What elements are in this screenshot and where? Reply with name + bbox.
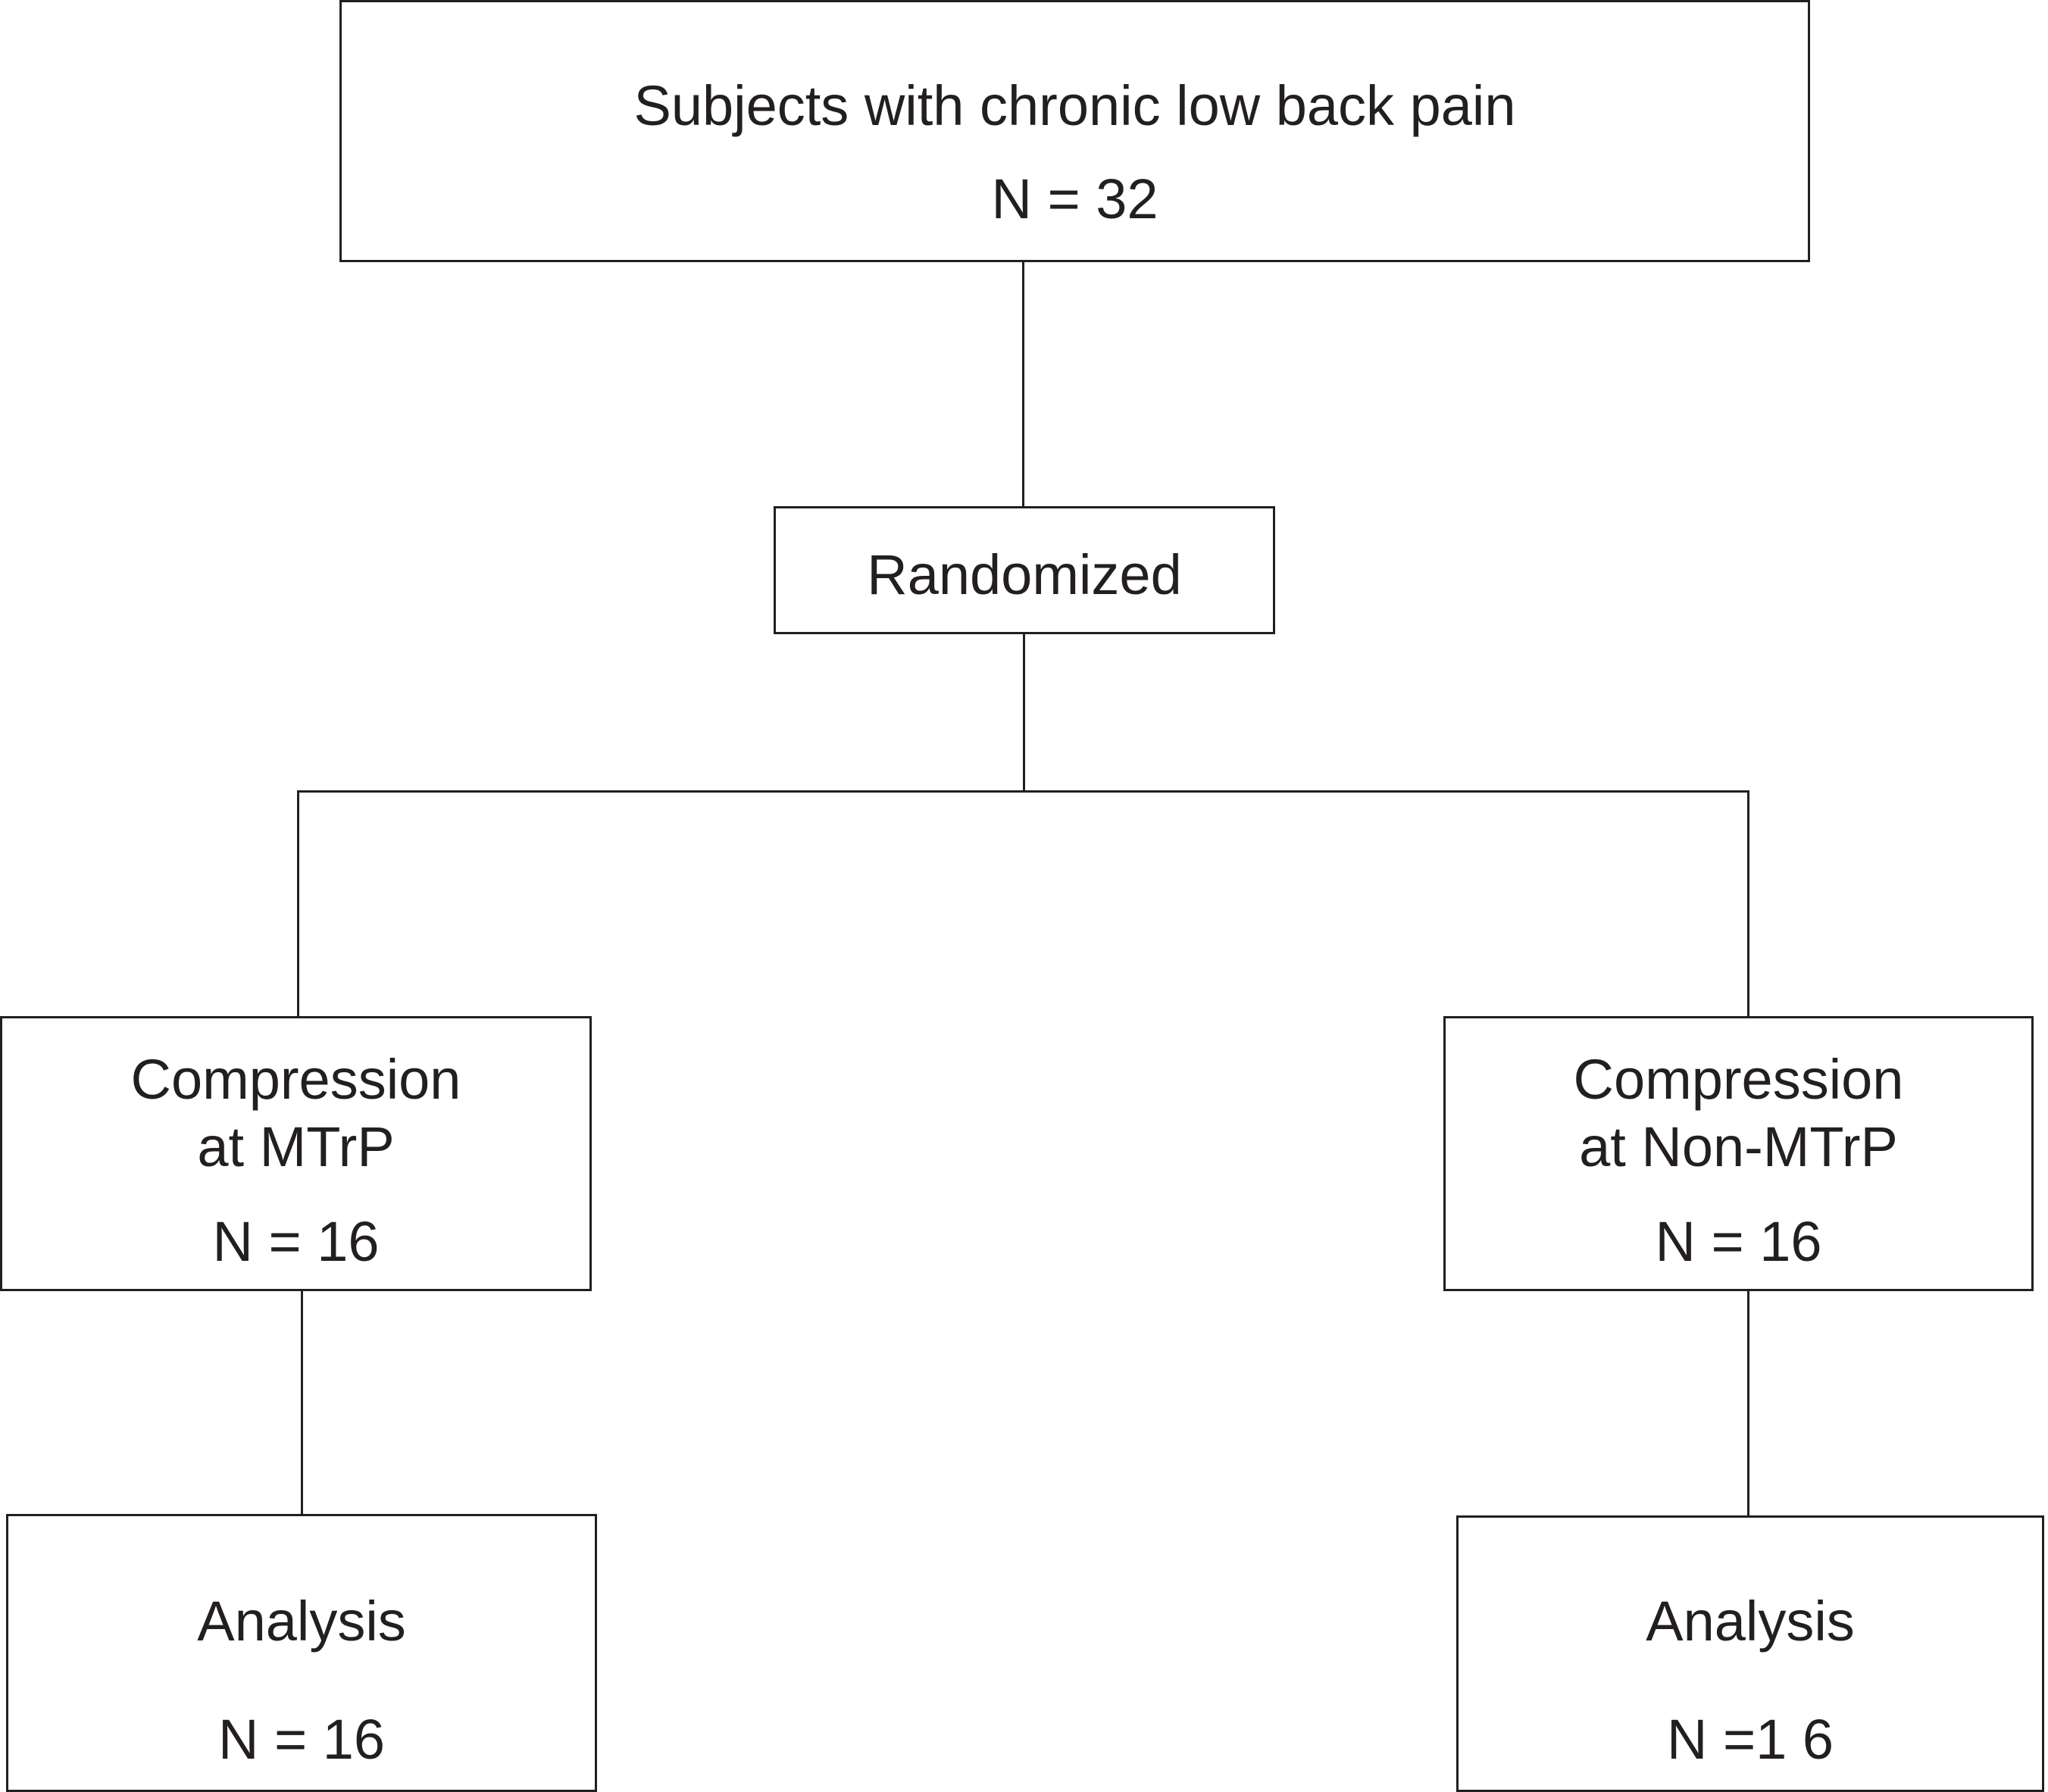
mtrp-group-count: N = 16 — [212, 1210, 380, 1273]
randomized-title: Randomized — [867, 543, 1182, 606]
connector-split-horizontal — [297, 790, 1749, 793]
non-mtrp-group-title-line2: at Non-MTrP — [1579, 1115, 1898, 1178]
connector-subjects-to-randomized — [1022, 261, 1024, 508]
connector-split-to-mtrp — [297, 790, 299, 1018]
non-mtrp-group-title-line1: Compression — [1573, 1048, 1904, 1111]
connector-randomized-to-split — [1023, 633, 1025, 793]
connector-non-mtrp-to-analysis — [1747, 1290, 1749, 1517]
analysis-left-title: Analysis — [197, 1590, 406, 1653]
analysis-left-box: Analysis N = 16 — [6, 1514, 597, 1792]
connector-split-to-non-mtrp — [1747, 790, 1749, 1018]
mtrp-group-title-line2: at MTrP — [197, 1115, 395, 1178]
non-mtrp-group-count: N = 16 — [1655, 1210, 1822, 1273]
non-mtrp-group-box: Compression at Non-MTrP N = 16 — [1443, 1016, 2034, 1291]
analysis-right-box: Analysis N =1 6 — [1456, 1515, 2044, 1792]
randomized-box: Randomized — [774, 506, 1275, 634]
analysis-right-count: N =1 6 — [1666, 1708, 1834, 1771]
analysis-left-count: N = 16 — [217, 1708, 386, 1771]
subjects-title: Subjects with chronic low back pain — [633, 74, 1516, 137]
subjects-count: N = 32 — [991, 167, 1158, 230]
mtrp-group-box: Compression at MTrP N = 16 — [0, 1016, 592, 1291]
subjects-box: Subjects with chronic low back pain N = … — [339, 0, 1810, 262]
mtrp-group-title-line1: Compression — [130, 1048, 461, 1111]
analysis-right-title: Analysis — [1646, 1590, 1855, 1653]
connector-mtrp-to-analysis — [301, 1290, 303, 1514]
